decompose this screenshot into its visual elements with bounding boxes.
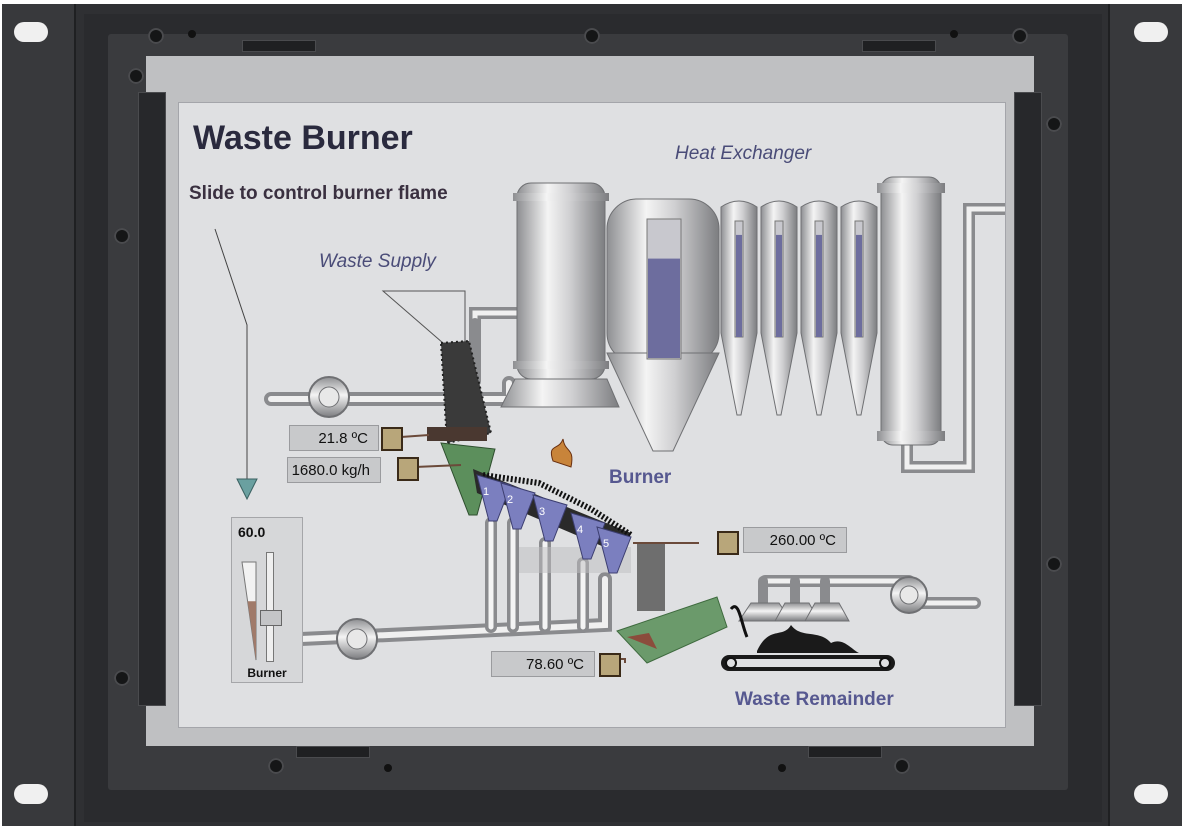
rack-ear-right <box>1108 4 1182 826</box>
pin <box>778 764 786 772</box>
slider-value: 60.0 <box>238 524 266 540</box>
instruction-text: Slide to control burner flame <box>189 183 448 204</box>
grate-zones: 1 2 3 4 5 <box>476 474 632 574</box>
screw <box>114 670 130 686</box>
burner-temp-readout: 260.00 ºC <box>743 527 847 553</box>
rack-ear-left <box>2 4 76 826</box>
grate-zone <box>500 482 536 530</box>
screw <box>1046 556 1062 572</box>
grate-zone-number: 2 <box>507 494 513 506</box>
screw <box>1046 116 1062 132</box>
mount-tab <box>808 746 882 758</box>
mount-slot <box>1134 784 1168 804</box>
mount-tab <box>242 40 316 52</box>
pump-remainder <box>890 576 928 614</box>
burner-temp-sensor <box>717 531 739 555</box>
waste-supply-chute <box>381 290 493 445</box>
pump-top <box>308 376 350 418</box>
cyclone-level-fill <box>648 258 680 358</box>
screw <box>268 758 284 774</box>
mount-slot <box>14 22 48 42</box>
screw <box>584 28 600 44</box>
exchanger-level-fill <box>776 234 782 337</box>
heat-exchanger-bank <box>720 200 878 416</box>
exchanger-level-fill <box>816 234 822 337</box>
slider-ramp <box>241 561 257 661</box>
grate-zone <box>570 512 606 560</box>
screw <box>894 758 910 774</box>
pin <box>188 30 196 38</box>
exchanger-level-fill <box>856 234 862 337</box>
burner-slider-track[interactable] <box>266 552 274 662</box>
sensor-leads <box>400 434 699 663</box>
heat-exchanger-label: Heat Exchanger <box>675 143 812 164</box>
process-diagram: 1 2 3 4 5 <box>214 176 1005 671</box>
supply-temp-readout: 21.8 ºC <box>289 425 379 451</box>
waste-supply-label: Waste Supply <box>319 251 436 272</box>
pin <box>950 30 958 38</box>
ash-discharge <box>616 543 749 664</box>
instruction-arrow <box>214 228 258 501</box>
flame-icon <box>550 438 573 468</box>
feed-rate-readout: 1680.0 kg/h <box>287 457 381 483</box>
exchanger-level-fill <box>736 234 742 337</box>
side-bracket-left <box>138 92 166 706</box>
grate-zone-number: 3 <box>539 506 545 518</box>
mount-slot <box>1134 22 1168 42</box>
mount-tab <box>862 40 936 52</box>
burner-slider-thumb[interactable] <box>260 610 282 626</box>
exhaust-hoods <box>738 602 850 622</box>
page-title: Waste Burner <box>193 119 413 157</box>
grate-zone-number: 1 <box>483 486 489 498</box>
supply-temp-sensor <box>381 427 403 451</box>
mount-tab <box>296 746 370 758</box>
pin <box>384 764 392 772</box>
remainder-conveyor <box>721 625 895 671</box>
remainder-temp-readout: 78.60 ºC <box>491 651 595 677</box>
drum-vessel <box>500 182 620 408</box>
mount-slot <box>14 784 48 804</box>
side-bracket-right <box>1014 92 1042 706</box>
slider-label: Burner <box>247 666 287 680</box>
burner-slider-panel: 60.0 Burner <box>231 517 303 683</box>
screw <box>128 68 144 84</box>
waste-remainder-label: Waste Remainder <box>735 689 894 710</box>
remainder-temp-sensor <box>599 653 621 677</box>
grate-zone-number: 4 <box>577 524 583 536</box>
screw <box>1012 28 1028 44</box>
burner-label: Burner <box>609 467 672 488</box>
stack-column <box>877 176 945 446</box>
grate-zone <box>532 494 568 542</box>
grate-zone <box>596 526 632 574</box>
screw <box>148 28 164 44</box>
screw <box>114 228 130 244</box>
feed-rate-sensor <box>397 457 419 481</box>
cyclone-vessel <box>606 198 720 452</box>
pump-bottom <box>336 618 378 660</box>
grate-zone-number: 5 <box>603 538 609 550</box>
